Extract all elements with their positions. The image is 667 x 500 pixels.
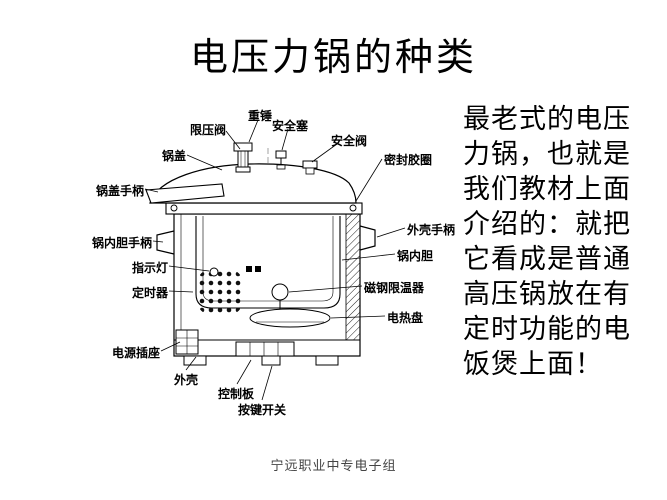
inner-pot-handle-shape	[156, 230, 175, 255]
label-sealing-ring: 密封胶圈	[384, 153, 433, 167]
description-line: 最老式的电压	[463, 104, 631, 134]
rim	[165, 202, 363, 215]
description-text: 最老式的电压 力锅，也就是 我们教材上面 介绍的：就把 它看成是普通 高压锅放在…	[463, 102, 663, 382]
description-line: 力锅，也就是	[463, 139, 631, 169]
timer-dial	[196, 268, 244, 316]
label-heating-plate: 电热盘	[387, 311, 424, 325]
label-button-switch: 按键开关	[238, 403, 287, 417]
control-board-shape	[235, 341, 295, 366]
pressure-limit-valve-shape	[233, 142, 253, 173]
label-inner-pot: 锅内胆	[397, 249, 434, 263]
description-line: 高压锅放在有	[463, 279, 631, 309]
power-socket-shape	[175, 329, 199, 355]
label-outer-shell: 外壳	[174, 373, 199, 387]
heating-plate-shape	[249, 308, 331, 328]
indicator-light-shape	[209, 267, 219, 277]
label-timer: 定时器	[132, 286, 169, 300]
foot-right	[315, 355, 339, 366]
shell-handle-shape	[359, 225, 376, 251]
description-line: 定时功能的电	[463, 314, 631, 344]
label-power-socket: 电源插座	[112, 346, 161, 360]
page-title: 电压力锅的种类	[189, 37, 477, 79]
label-indicator-light: 指示灯	[132, 261, 169, 275]
label-safety-plug: 安全塞	[272, 119, 309, 133]
magnetic-limiter-shape	[271, 283, 289, 309]
foot-left	[183, 355, 207, 366]
leader-lines	[144, 119, 406, 401]
lid-handle-shape	[145, 183, 225, 204]
safety-valve-shape	[302, 160, 318, 175]
label-weight: 重锤	[248, 109, 273, 123]
button-switch-shape	[261, 355, 281, 366]
description-line: 我们教材上面	[463, 174, 631, 204]
footer-credit: 宁远职业中专电子组	[270, 458, 397, 473]
safety-plug-shape	[275, 150, 287, 170]
label-inner-pot-handle: 锅内胆手柄	[92, 236, 153, 250]
label-control-board: 控制板	[218, 387, 255, 401]
label-magnetic-limiter: 磁钢限温器	[364, 281, 425, 295]
label-pressure-limit-valve: 限压阀	[190, 123, 227, 137]
label-lid: 锅盖	[162, 149, 187, 163]
label-safety-valve: 安全阀	[331, 134, 368, 148]
label-lid-handle: 锅盖手柄	[96, 184, 145, 198]
description-line: 饭煲上面！	[463, 349, 603, 379]
label-shell-handle: 外壳手柄	[407, 223, 456, 237]
description-line: 它看成是普通	[463, 244, 631, 274]
description-line: 介绍的：就把	[463, 209, 631, 239]
sealing-ring-shape	[349, 204, 357, 212]
